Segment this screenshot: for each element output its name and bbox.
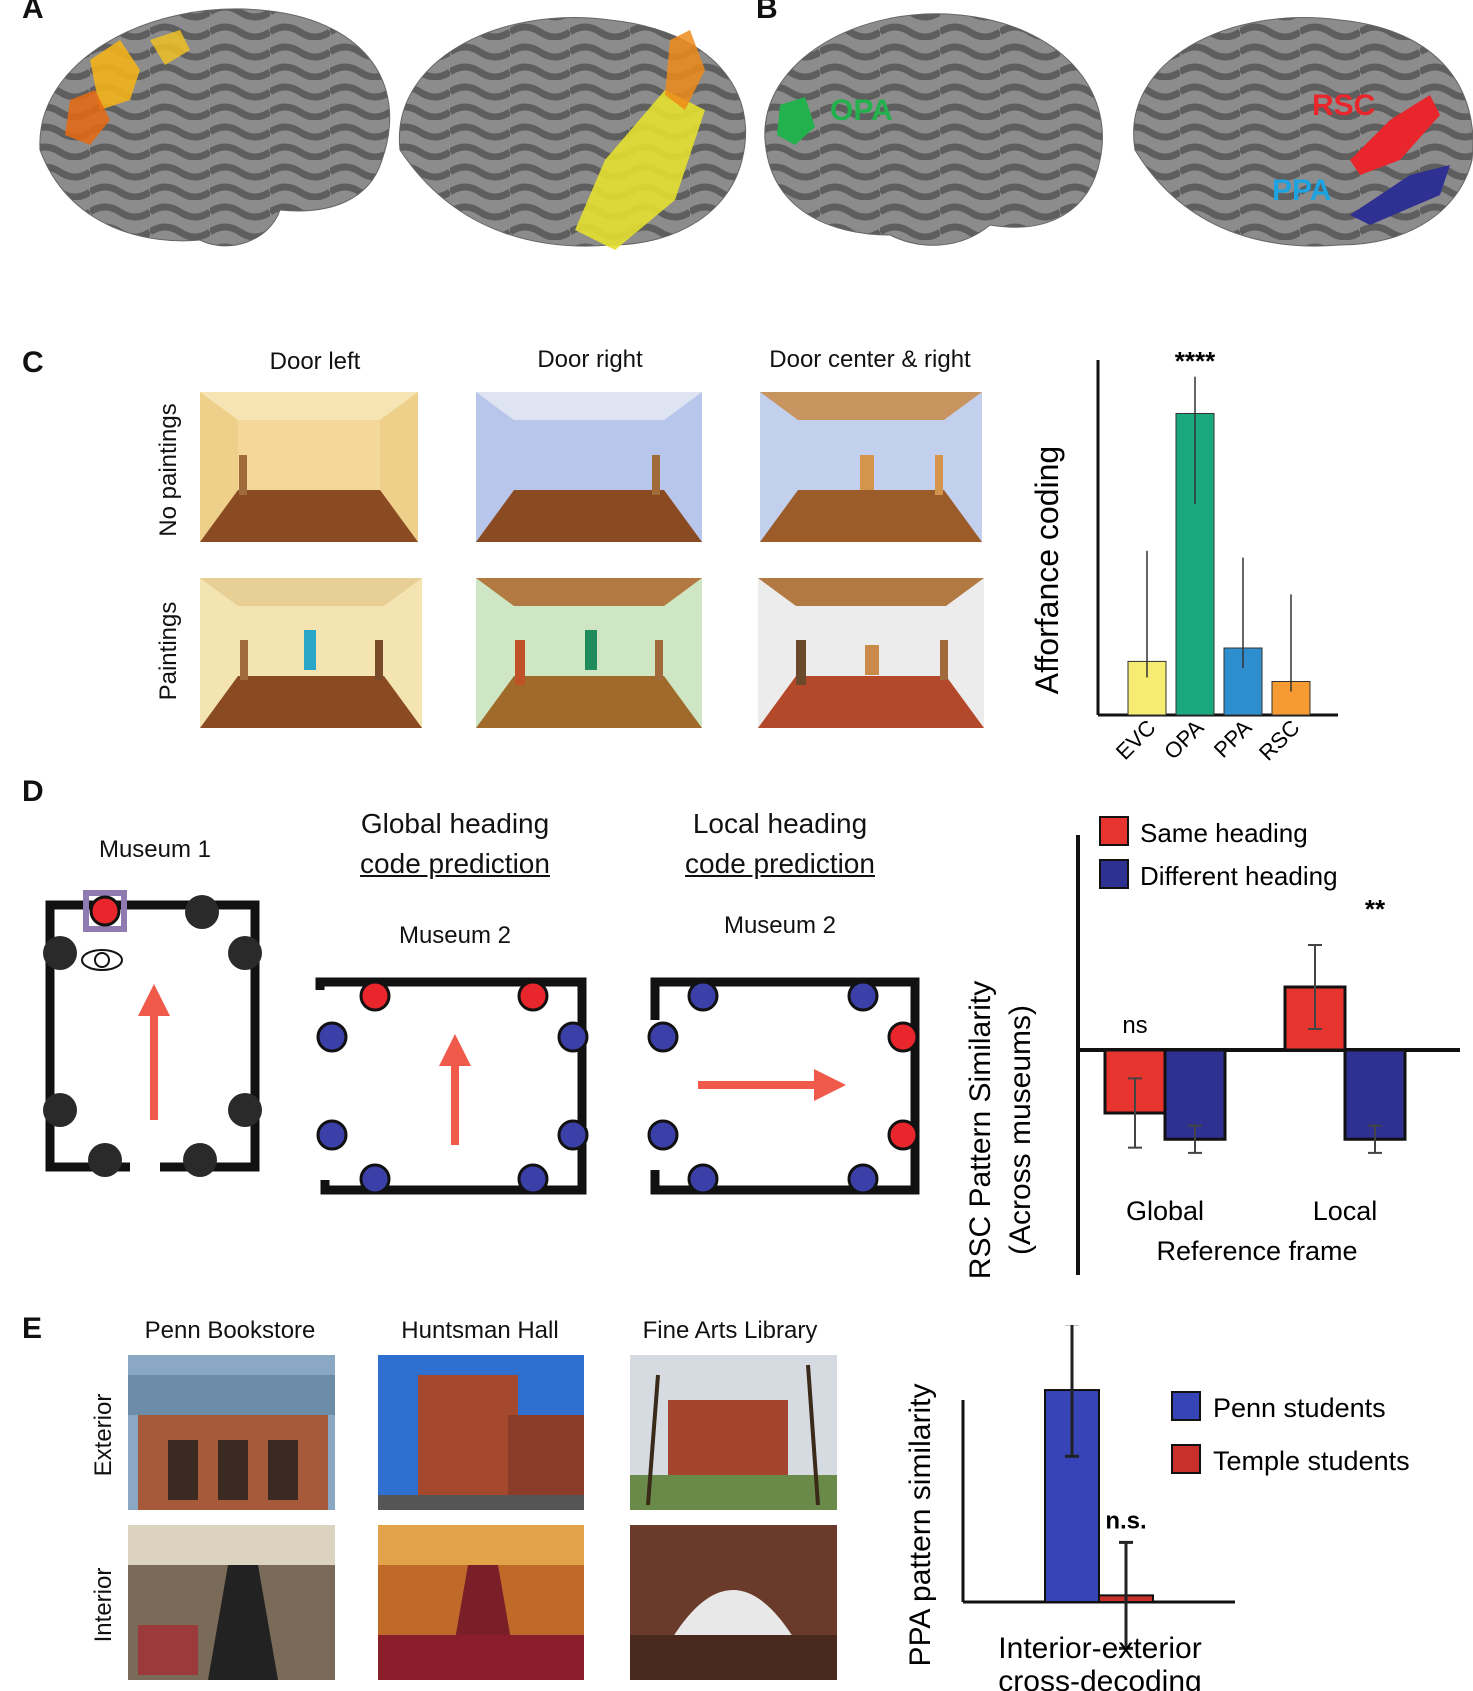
room-no-paintings-door-left — [200, 392, 418, 542]
room-paintings-door-right — [476, 578, 702, 728]
local-title-2: code prediction — [685, 848, 875, 879]
ppa-annotation-1: n.s. — [1105, 1507, 1146, 1534]
rsc-ylabel: RSC Pattern Similarity — [964, 981, 997, 1279]
museum2-local-label: Museum 2 — [723, 912, 837, 939]
affordance-tick-evc: EVC — [1111, 715, 1161, 765]
local-title-1: Local heading — [692, 808, 868, 839]
affordance-tick-rsc: RSC — [1254, 715, 1305, 766]
global-title-2: code prediction — [360, 848, 550, 879]
legend-label-same: Same heading — [1140, 818, 1308, 848]
museum1-map — [43, 890, 262, 1177]
opa-label: OPA — [830, 94, 893, 127]
legend-swatch-different — [1099, 859, 1129, 889]
col-fine-arts-library: Fine Arts Library — [642, 1317, 818, 1344]
legend-label-temple: Temple students — [1213, 1446, 1410, 1476]
row-exterior: Exterior — [90, 1393, 117, 1477]
photo-bookstore-interior — [128, 1525, 335, 1680]
photo-huntsman-exterior — [378, 1355, 584, 1510]
chart-ppa-similarity: **n.s. Penn students Temple students PPA… — [904, 1325, 1410, 1691]
museum2-global-map — [315, 977, 589, 1195]
col-huntsman-hall: Huntsman Hall — [401, 1317, 559, 1344]
panel-b-brains: OPA RSC PPA — [764, 13, 1473, 247]
rsc-label: RSC — [1312, 89, 1375, 122]
col-door-left: Door left — [269, 348, 361, 375]
brain-medial-right — [1133, 17, 1473, 247]
affordance-tick-ppa: PPA — [1209, 715, 1257, 763]
rsc-tick-local: Local — [1313, 1196, 1378, 1226]
affordance-significance: **** — [1175, 346, 1216, 376]
col-penn-bookstore: Penn Bookstore — [144, 1317, 316, 1344]
rsc-bar-local-1 — [1343, 1048, 1407, 1141]
rsc-ylabel-2: (Across museums) — [1004, 1005, 1037, 1255]
room-paintings-door-left — [200, 578, 422, 728]
room-no-paintings-door-right — [476, 392, 702, 542]
panel-a-brains — [39, 8, 747, 250]
photo-bookstore-exterior — [128, 1355, 335, 1510]
chart-ppa-legend: Penn students Temple students — [1171, 1391, 1410, 1476]
panel-letter-a: A — [22, 0, 44, 25]
legend-label-penn: Penn students — [1213, 1393, 1386, 1423]
legend-swatch-same — [1099, 816, 1129, 846]
ppa-label: PPA — [1272, 174, 1331, 207]
col-door-center-right: Door center & right — [769, 346, 971, 373]
ppa-ylabel: PPA pattern similarity — [904, 1384, 937, 1667]
panel-letter-b: B — [756, 0, 778, 25]
affordance-ylabel: Afforfance coding — [1030, 446, 1065, 694]
brain-lateral-right — [764, 13, 1103, 246]
rsc-annotation-global: ns — [1122, 1012, 1147, 1039]
room-stimuli-grid — [200, 392, 984, 728]
chart-rsc-similarity: Global Local ns ** Same heading Different h… — [964, 816, 1460, 1279]
photo-finearts-interior — [630, 1525, 837, 1680]
row-no-paintings: No paintings — [155, 403, 182, 537]
room-no-paintings-door-center-right — [760, 392, 982, 542]
brain-medial-left — [398, 17, 747, 250]
panel-letter-c: C — [22, 346, 44, 379]
photo-finearts-exterior — [630, 1355, 837, 1510]
legend-label-different: Different heading — [1140, 861, 1338, 891]
row-interior: Interior — [90, 1567, 117, 1643]
heading-schematics — [43, 890, 920, 1195]
ppa-xlabel-2: cross-decoding — [998, 1665, 1201, 1691]
building-photos-grid — [128, 1355, 837, 1680]
rsc-tick-global: Global — [1126, 1196, 1204, 1226]
row-paintings: Paintings — [155, 601, 182, 701]
museum1-label: Museum 1 — [98, 836, 212, 863]
col-door-right: Door right — [537, 346, 643, 373]
legend-swatch-penn — [1171, 1391, 1201, 1421]
affordance-tick-opa: OPA — [1159, 715, 1209, 765]
room-paintings-door-center-right — [758, 578, 984, 728]
rsc-xlabel: Reference frame — [1156, 1236, 1357, 1266]
rsc-bar-global-1 — [1163, 1048, 1227, 1141]
panel-letter-e: E — [22, 1312, 43, 1345]
legend-swatch-temple — [1171, 1444, 1201, 1474]
museum2-global-label: Museum 2 — [398, 922, 512, 949]
museum2-local-map — [647, 977, 920, 1195]
rsc-annotation-local: ** — [1365, 894, 1386, 924]
ppa-xlabel: Interior-exterior — [998, 1632, 1201, 1665]
brain-lateral-left — [39, 8, 391, 247]
global-title-1: Global heading — [360, 808, 550, 839]
photo-huntsman-interior — [378, 1525, 584, 1680]
chart-rsc-legend: Same heading Different heading — [1099, 816, 1338, 891]
panel-letter-d: D — [22, 775, 44, 808]
